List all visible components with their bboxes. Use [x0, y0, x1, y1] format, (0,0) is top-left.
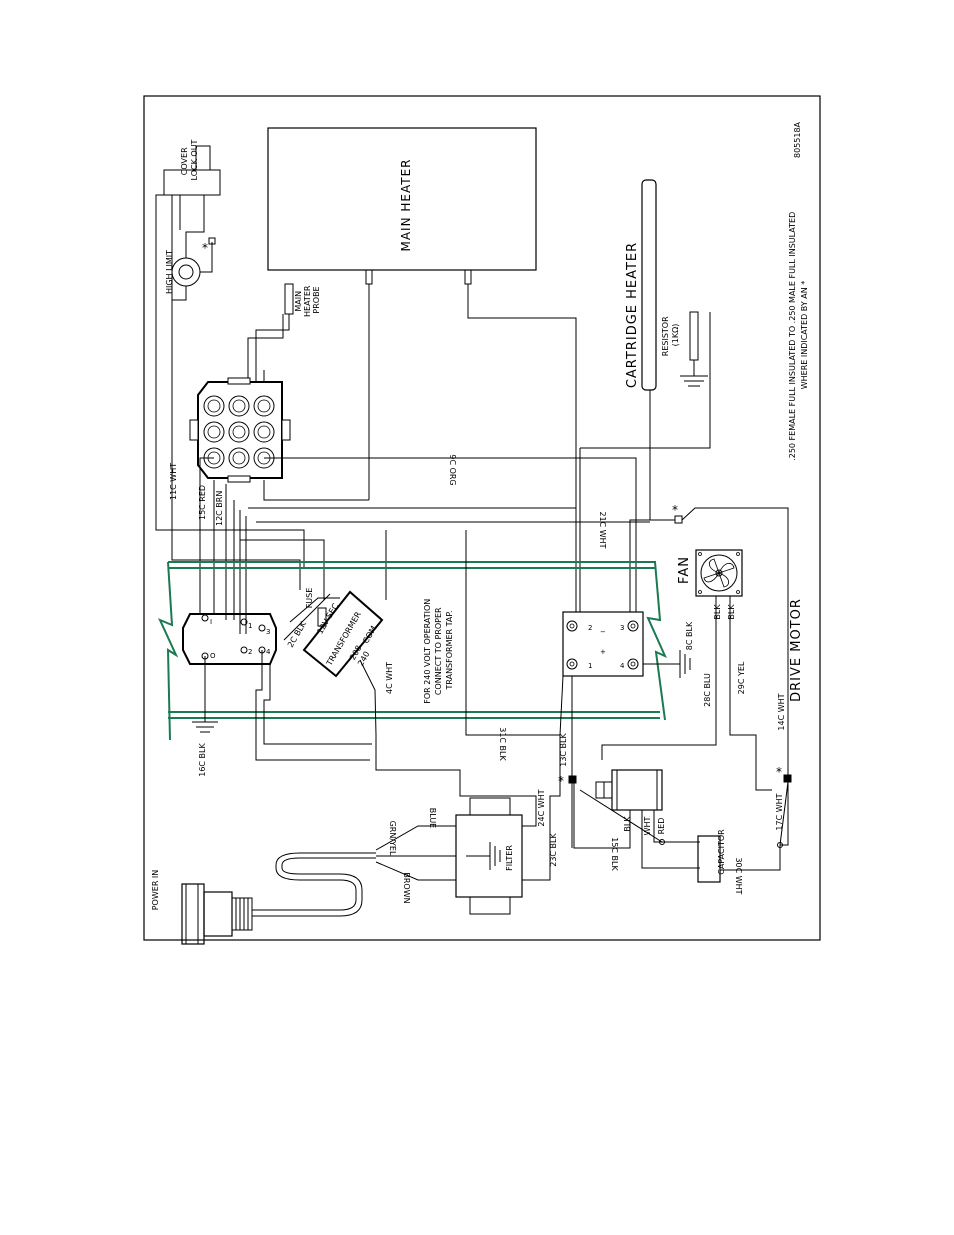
- wire-15c-blk-label: 15C BLK: [610, 837, 619, 871]
- wire-12c-label: 12C BRN: [215, 491, 224, 526]
- wires-upper: 9C ORG 11C WHT 15C RED 12C BRN 21C WHT *: [155, 194, 789, 846]
- wire-9c-label: 9C ORG: [448, 454, 457, 485]
- wire-28c-label: 28C BLU: [703, 673, 712, 707]
- wire-14c-label: 14C WHT: [777, 693, 786, 730]
- fuse-label: FUSE: [305, 588, 314, 609]
- switch-term-4: 4: [266, 648, 271, 656]
- switch-term-o: O: [210, 652, 216, 660]
- wire-brown-label: BROWN: [402, 872, 411, 903]
- solid-state-relay: 1 2 3 4 + − 8C BLK 31C BLK 13C BLK: [465, 530, 694, 778]
- resistor-label: RESISTOR (1KΩ): [661, 314, 680, 356]
- wire-11c-label: 11C WHT: [169, 463, 178, 500]
- power-switch: I O 1 2 3 4 16C BLK: [182, 613, 372, 777]
- wire-30c-label: 30C WHT: [734, 857, 743, 894]
- line-filter: FILTER 24C WHT 23C BLK BLUE GRN/YEL BROW…: [375, 735, 561, 915]
- wire-15c-red-label: 15C RED: [198, 485, 207, 520]
- motor-wht-label: WHT: [643, 816, 652, 835]
- ssr-term-4: 4: [620, 662, 625, 670]
- main-heater: MAIN HEATER: [267, 127, 537, 285]
- cartridge-heater: CARTRIDGE HEATER: [625, 179, 657, 391]
- wire-29c-label: 29C YEL: [737, 661, 746, 694]
- wire-blue-label: BLUE: [428, 808, 437, 828]
- switch-term-i: I: [210, 618, 212, 626]
- star-marker: *: [202, 241, 209, 255]
- cartridge-heater-label: CARTRIDGE HEATER: [625, 242, 640, 388]
- star-marker-21c: *: [672, 503, 679, 517]
- connector-block: [189, 377, 291, 483]
- wire-13c-marker: * 15C BLK: [558, 774, 665, 872]
- power-cord: POWER IN: [151, 852, 376, 945]
- wire-24c-label: 24C WHT: [537, 789, 546, 826]
- drive-motor-label: DRIVE MOTOR: [789, 598, 804, 702]
- fan-label: FAN: [677, 556, 692, 584]
- ssr-term-2: 2: [588, 624, 592, 632]
- drawing-border: [143, 95, 821, 941]
- star-marker-17c: *: [776, 765, 783, 779]
- wire-17c-label: 17C WHT: [775, 793, 784, 830]
- cover-lockout-label: COVER LOCK OUT: [180, 139, 199, 180]
- fan-blk-label-2: BLK: [727, 604, 736, 620]
- power-in-label: POWER IN: [151, 870, 160, 911]
- ssr-term-plus: +: [600, 648, 606, 656]
- wire-23c-label: 23C BLK: [549, 832, 558, 866]
- drive-motor: BLK WHT RED: [573, 769, 700, 869]
- ssr-term-minus: −: [600, 628, 606, 636]
- switch-term-3: 3: [266, 628, 270, 636]
- switch-term-1: 1: [248, 622, 252, 630]
- drawing-number: 805518A: [793, 121, 802, 158]
- main-heater-label: MAIN HEATER: [399, 158, 413, 251]
- wire-8c-label: 8C BLK: [685, 621, 694, 650]
- transformer-note: FOR 240 VOLT OPERATION CONNECT TO PROPER…: [423, 596, 454, 704]
- star-marker-13c: *: [558, 774, 565, 788]
- resistor: RESISTOR (1KΩ): [580, 311, 711, 449]
- motor-supply-wires: * 14C WHT 17C WHT: [775, 693, 792, 848]
- motor-blk-label: BLK: [623, 816, 632, 832]
- wire-21c-label: 21C WHT: [598, 511, 607, 548]
- cover-lockout-switch: COVER LOCK OUT: [163, 139, 221, 230]
- filter-label: FILTER: [505, 845, 514, 871]
- capacitor: CAPACITOR 30C WHT: [697, 829, 781, 895]
- fan: FAN BLK BLK 28C BLU 29C YEL: [601, 549, 772, 791]
- main-heater-probe: MAIN HEATER PROBE: [247, 283, 321, 382]
- switch-term-2: 2: [248, 648, 252, 656]
- wire-4c-label: 4C WHT: [385, 662, 394, 694]
- motor-red-label: RED: [657, 818, 666, 835]
- com-label: COM: [361, 624, 378, 645]
- ssr-term-3: 3: [620, 624, 624, 632]
- high-limit-label: HIGH LIMIT: [165, 250, 174, 294]
- wire-31c-label: 31C BLK: [498, 727, 507, 761]
- insulation-note: .250 FEMALE FULL INSULATED TO .250 MALE …: [788, 209, 809, 461]
- ssr-term-1: 1: [588, 662, 592, 670]
- probe-label: MAIN HEATER PROBE: [294, 283, 321, 317]
- wire-16c-label: 16C BLK: [198, 742, 207, 776]
- sec-label: 12V SEC: [315, 601, 340, 635]
- wire-13c-label: 13C BLK: [559, 732, 568, 766]
- transformer-assembly: FUSE 12V SEC TRANSFORMER COM 208 240 2C …: [283, 588, 461, 795]
- wire-grn-yel-label: GRN/YEL: [388, 821, 397, 856]
- fan-blk-label-1: BLK: [713, 604, 722, 620]
- capacitor-label: CAPACITOR: [717, 829, 726, 875]
- panel-outline: [158, 561, 667, 741]
